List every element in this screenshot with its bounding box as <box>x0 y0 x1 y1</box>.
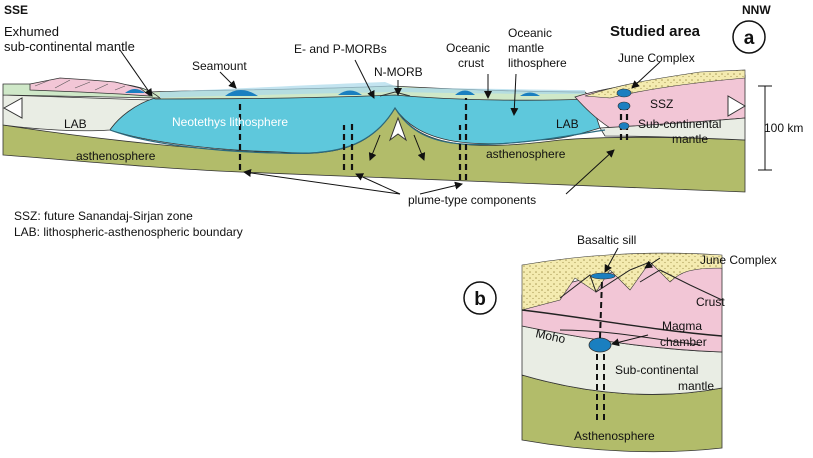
panel-a: a SSE NNW Studied area Exhumed sub-conti… <box>2 3 803 239</box>
panel-a-badge <box>732 20 766 54</box>
lab-label-left: LAB <box>64 117 87 131</box>
b-crust-label: Crust <box>696 295 725 309</box>
b-callout-arrows <box>604 247 661 347</box>
subcont-label-2: mantle <box>672 132 708 146</box>
b-june-complex-label: June Complex <box>700 253 777 267</box>
seamount-shapes <box>125 89 540 96</box>
left-arrow-icon <box>2 97 23 119</box>
b-moho-line <box>521 309 723 337</box>
b-subcont-label-2: mantle <box>678 379 714 393</box>
lab-label-right: LAB <box>556 117 579 131</box>
oceanic-mantle-label-1: Oceanic <box>508 26 552 40</box>
b-subcont-label-1: Sub-continental <box>615 363 698 377</box>
ssz-label: SSZ <box>650 97 673 111</box>
scale-label: 100 km <box>764 121 803 135</box>
right-subcontinental-mantle <box>599 117 746 141</box>
seamount-label: Seamount <box>192 59 247 73</box>
panel-b-badge <box>463 281 497 315</box>
oceanic-crust-label-1: Oceanic <box>446 41 490 55</box>
b-magma-label-1: Magma <box>662 319 702 333</box>
panel-a-badge-text: a <box>744 28 755 49</box>
b-basaltic-sill <box>590 272 616 280</box>
direction-sse: SSE <box>4 3 28 17</box>
june-complex-label-a: June Complex <box>618 51 695 65</box>
exhumed-mantle-lines <box>34 79 126 91</box>
asthenosphere-label-right: asthenosphere <box>486 147 566 161</box>
b-asthenosphere-label: Asthenosphere <box>574 429 655 443</box>
neotethys-label: Neotethys lithosphere <box>172 115 288 129</box>
studied-area-label: Studied area <box>610 23 701 40</box>
legend-ssz: SSZ: future Sanandaj-Sirjan zone <box>14 209 193 223</box>
b-moho-label: Moho <box>534 326 567 346</box>
callout-arrows <box>119 49 661 195</box>
b-crust-lines <box>559 261 723 346</box>
oceanic-crust-label-2: crust <box>458 56 485 70</box>
upwelling-arrow-icon <box>388 116 408 142</box>
legend-lab: LAB: lithospheric-asthenospheric boundar… <box>14 225 243 239</box>
exhumed-label-1: Exhumed <box>4 24 59 39</box>
panel-b: b Basaltic sill June Complex Crust Moho … <box>463 233 777 453</box>
oceanic-mantle-label-2: mantle <box>508 41 544 55</box>
scale-bar <box>758 85 772 171</box>
direction-nnw: NNW <box>742 3 771 17</box>
plume-label: plume-type components <box>408 193 536 207</box>
b-conduit-dashes <box>596 279 605 420</box>
b-basaltic-sill-label: Basaltic sill <box>577 233 636 247</box>
b-magma-chamber <box>588 337 612 353</box>
asthenosphere-label-left: asthenosphere <box>76 149 156 163</box>
divergence-arrows <box>368 134 426 161</box>
right-arrow-icon <box>727 95 746 117</box>
oceanic-mantle-label-3: lithosphere <box>508 56 567 70</box>
b-june-complex <box>521 252 723 311</box>
panel-b-badge-text: b <box>474 289 486 310</box>
magma-bodies <box>616 88 632 130</box>
n-morb-label: N-MORB <box>374 65 423 79</box>
exhumed-label-2: sub-continental mantle <box>4 39 135 54</box>
e-p-morbs-label: E- and P-MORBs <box>294 42 387 56</box>
lab-line <box>109 106 606 154</box>
b-magma-label-2: chamber <box>660 335 707 349</box>
subcont-label-1: Sub-continental <box>638 117 721 131</box>
